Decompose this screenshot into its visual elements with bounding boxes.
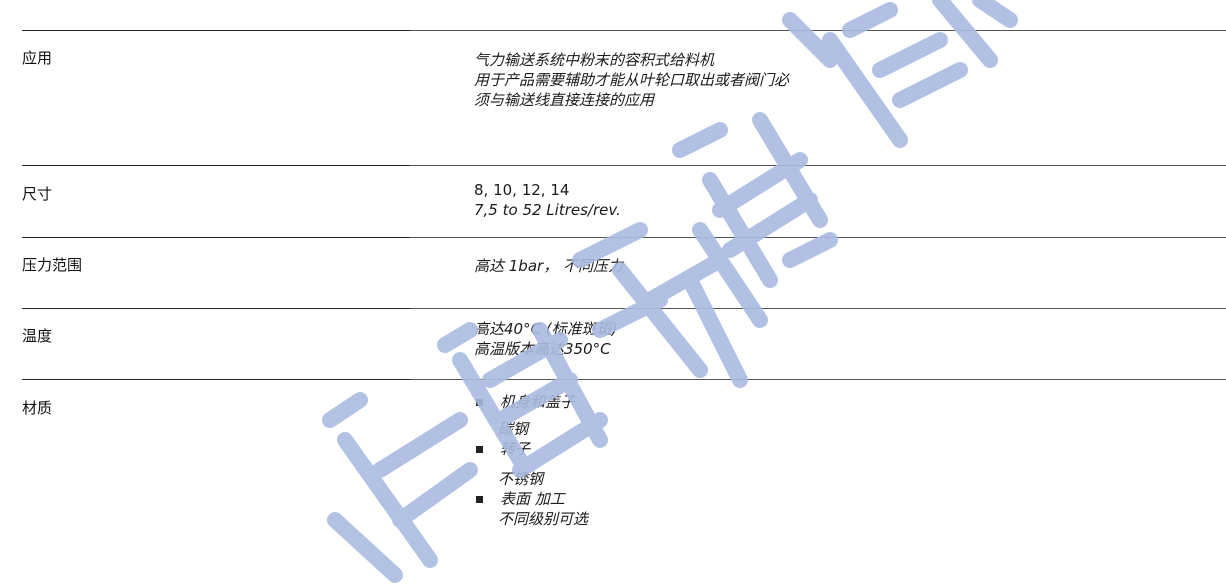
- section-rule: [22, 308, 410, 309]
- application-line: 须与输送线直接连接的应用: [474, 91, 655, 109]
- list-item: 机身和盖子: [476, 392, 588, 412]
- application-text: 气力输送系统中粉末的容积式给料机 用于产品需要辅助才能从叶轮口取出或者阀门必 须…: [474, 50, 789, 110]
- section-rule: [410, 379, 1226, 380]
- material-detail: 碳钢: [498, 420, 529, 438]
- material-detail: 不同级别可选: [498, 510, 589, 528]
- bullet-icon: [476, 398, 483, 406]
- section-label-pressure: 压力范围: [22, 256, 83, 274]
- bullet-icon: [476, 495, 483, 503]
- pressure-line: 高达 1bar， 不同压力: [474, 257, 623, 275]
- size-line: 7,5 to 52 Litres/rev.: [474, 201, 621, 219]
- section-rule: [22, 237, 410, 238]
- section-label-application: 应用: [22, 49, 53, 67]
- bullet-icon: [476, 445, 483, 453]
- section-rule: [22, 30, 410, 31]
- temperature-line: 高温版本高达350°C: [474, 340, 611, 358]
- list-item: 转子: [476, 439, 588, 459]
- section-rule: [22, 165, 410, 166]
- top-rule: [410, 30, 1226, 31]
- material-title: 机身和盖子: [500, 393, 576, 411]
- section-label-size: 尺寸: [22, 185, 53, 203]
- material-title: 转子: [500, 440, 531, 458]
- section-label-temperature: 温度: [22, 327, 53, 345]
- material-list: 机身和盖子 碳钢 转子 不锈钢 表面 加工 不同级别可选: [474, 392, 588, 529]
- section-rule: [410, 308, 1226, 309]
- section-rule: [22, 379, 410, 380]
- size-text: 8, 10, 12, 14 7,5 to 52 Litres/rev.: [474, 180, 621, 220]
- temperature-line: 高达40°C (标准斑斑): [474, 320, 618, 338]
- material-detail: 不锈钢: [498, 470, 544, 488]
- size-line: 8, 10, 12, 14: [474, 181, 570, 199]
- application-line: 用于产品需要辅助才能从叶轮口取出或者阀门必: [474, 71, 790, 89]
- list-item: 表面 加工: [476, 489, 588, 509]
- material-title: 表面 加工: [500, 490, 565, 508]
- temperature-text: 高达40°C (标准斑斑) 高温版本高达350°C: [474, 319, 618, 359]
- section-rule: [410, 165, 1226, 166]
- application-line: 气力输送系统中粉末的容积式给料机: [474, 51, 715, 69]
- pressure-text: 高达 1bar， 不同压力: [474, 256, 623, 276]
- section-rule: [410, 237, 1226, 238]
- section-label-material: 材质: [22, 399, 53, 417]
